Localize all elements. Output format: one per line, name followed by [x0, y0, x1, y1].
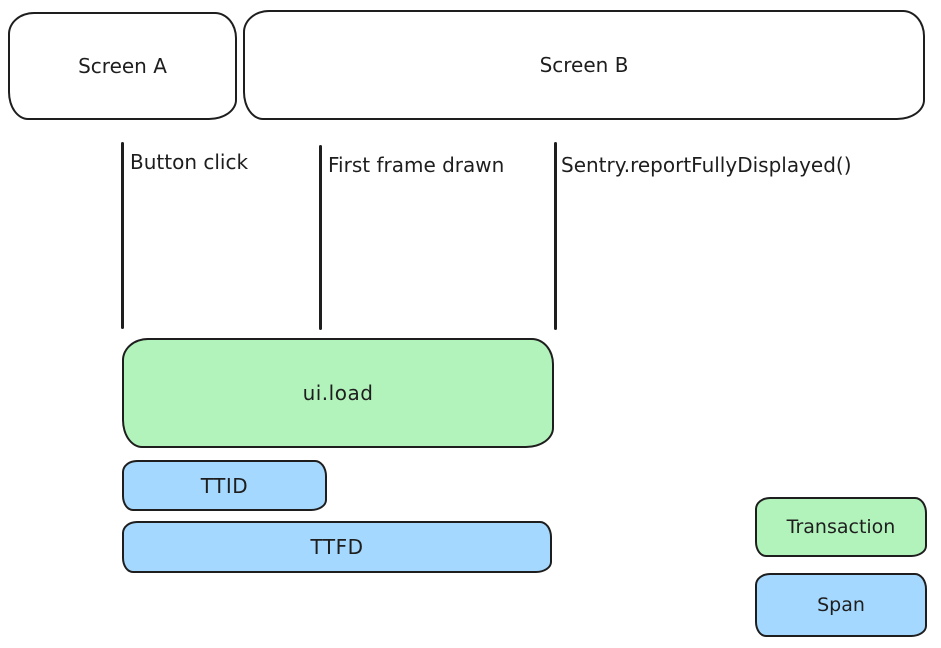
legend-transaction-label: Transaction [786, 516, 896, 538]
legend-transaction: Transaction [755, 497, 927, 557]
marker-line-first-frame-drawn [319, 145, 322, 330]
screen-a-box: Screen A [8, 12, 237, 120]
marker-label-button-click: Button click [130, 150, 249, 174]
ttid-bar-label: TTID [200, 473, 249, 498]
legend-span-label: Span [817, 594, 865, 616]
legend-span: Span [755, 573, 927, 637]
screen-b-label: Screen B [539, 53, 629, 77]
marker-line-button-click [121, 142, 124, 329]
screen-a-label: Screen A [78, 54, 167, 78]
marker-label-report-fully-displayed: Sentry.reportFullyDisplayed() [561, 153, 852, 177]
span-bar-ttfd: TTFD [122, 521, 552, 573]
ttfd-bar-label: TTFD [310, 535, 364, 559]
screen-b-box: Screen B [243, 10, 925, 120]
span-bar-ttid: TTID [122, 460, 327, 511]
transaction-bar-ui-load: ui.load [122, 338, 554, 448]
marker-line-report-fully-displayed [554, 142, 557, 330]
marker-label-first-frame-drawn: First frame drawn [328, 153, 505, 177]
transaction-bar-label: ui.load [302, 381, 374, 405]
